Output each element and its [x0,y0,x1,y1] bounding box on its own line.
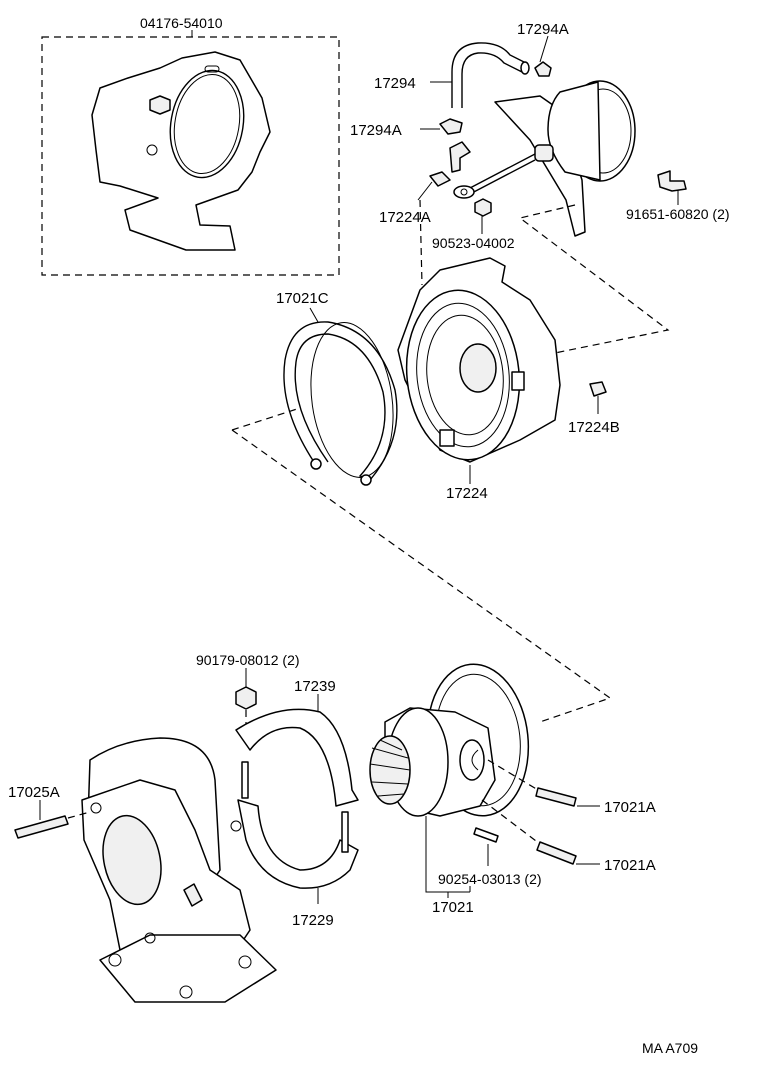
union-fitting [449,141,471,173]
figure-code: MA A709 [642,1040,698,1056]
label-compressor-housing: 17224 [446,485,488,502]
stud-left-icon [14,815,69,839]
snap-ring-eye-left [310,458,322,470]
label-clamp-lower: 17229 [292,912,334,929]
gasket-outline [91,51,271,251]
label-pin: 90254-03013 (2) [438,871,542,887]
gasket-slot [204,65,220,73]
compressor-housing-ring-2 [426,314,504,436]
clamp-group: 90179-08012 (2) 17239 17229 [196,652,359,929]
label-hose-clip-top: 17294A [517,21,569,38]
vacuum-hose [451,42,529,108]
dashed-actuator-to-housing [518,204,670,356]
actuator-rod-b [469,159,536,195]
snap-ring [283,321,398,481]
bracket-cartridge [425,816,471,893]
actuator-group: 17294A 17294 17294A 17224A 90523-04002 9… [350,21,730,356]
compressor-inlet [459,343,497,393]
nut-2-icon [235,686,257,710]
housing-bolt-hole-3 [144,932,156,944]
stud-right-lower-icon [536,841,577,865]
label-snap-ring: 17021C [276,290,329,307]
actuator-rod-eye [453,185,475,199]
dashed-union-down [419,199,423,286]
vacuum-hose-inner [461,52,523,108]
compressor-housing-ring [416,302,510,448]
actuator-body [547,81,601,181]
snap-ring-eye-right [360,474,372,486]
snap-ring-back [310,322,394,478]
hose-clip-top-icon [534,61,552,77]
gasket-nut-icon [149,95,171,115]
label-stud-small: 17224B [568,419,620,436]
dashed-stud-lower [481,799,541,845]
leader-snap-ring [309,307,319,323]
label-clamp-upper: 17239 [294,678,336,695]
housing-tab-left [439,429,455,447]
label-stud-right-lower: 17021A [604,857,656,874]
actuator-rod-collar [534,144,554,162]
bolt-icon [657,170,687,192]
turbine-wheel [369,735,411,805]
turbine-flange [99,934,277,1003]
hose-end [520,61,530,75]
label-hose-clip-mid: 17294A [350,122,402,139]
hose-clip-mid-icon [439,118,463,135]
actuator-rod-eye-hole [460,188,468,196]
label-hose: 17294 [374,75,416,92]
label-bolt: 91651-60820 (2) [626,206,730,222]
housing-tab-right [511,371,525,391]
label-gasket-kit: 04176-54010 [140,15,223,31]
pin-icon [473,827,499,843]
gasket-ring-inner [173,73,241,175]
cartridge-group: 17021A 17021A 90254-03013 (2) 17021 [369,663,656,916]
stud-right-upper-icon [535,787,577,807]
union-small [429,171,451,187]
gasket-ring [169,69,245,179]
label-nut: 90523-04002 [432,235,515,251]
turbine-blades [369,739,411,797]
nut-icon [474,198,492,217]
gasket-kit-group: 04176-54010 [41,15,340,276]
clamp-bolt-1 [241,761,249,799]
dashed-housing-to-cartridge [231,407,612,723]
leader-union [417,181,433,201]
housing-bolt-hole-1 [90,802,102,814]
dashed-stud-upper [487,759,539,791]
actuator-rod-a [469,153,536,189]
clamp-lower [237,799,359,889]
clamp-bolt-2 [341,811,349,853]
leader-hose-clip-top [539,35,549,63]
housing-group: 17021C 17224B 17224 [231,257,620,723]
dashed-stud-to-housing [67,811,91,819]
label-union: 17224A [379,209,431,226]
gasket-kit-dashed-box [41,36,340,276]
label-cartridge: 17021 [432,899,474,916]
flange-hole-2 [238,955,252,969]
label-nut-2: 90179-08012 (2) [196,652,300,668]
flange-hole-1 [108,953,122,967]
clamp-upper [235,708,359,807]
flange-hole-3 [179,985,193,999]
housing-stud-icon [183,883,203,907]
label-stud-right-upper: 17021A [604,799,656,816]
turbine-housing-port [102,814,162,906]
stud-small-icon [589,381,607,397]
oil-port-c [471,749,479,771]
turbine-housing-group: 17025A [8,737,277,1003]
housing-bolt-hole-2 [230,820,242,832]
gasket-hole [146,144,158,156]
label-stud-left: 17025A [8,784,60,801]
